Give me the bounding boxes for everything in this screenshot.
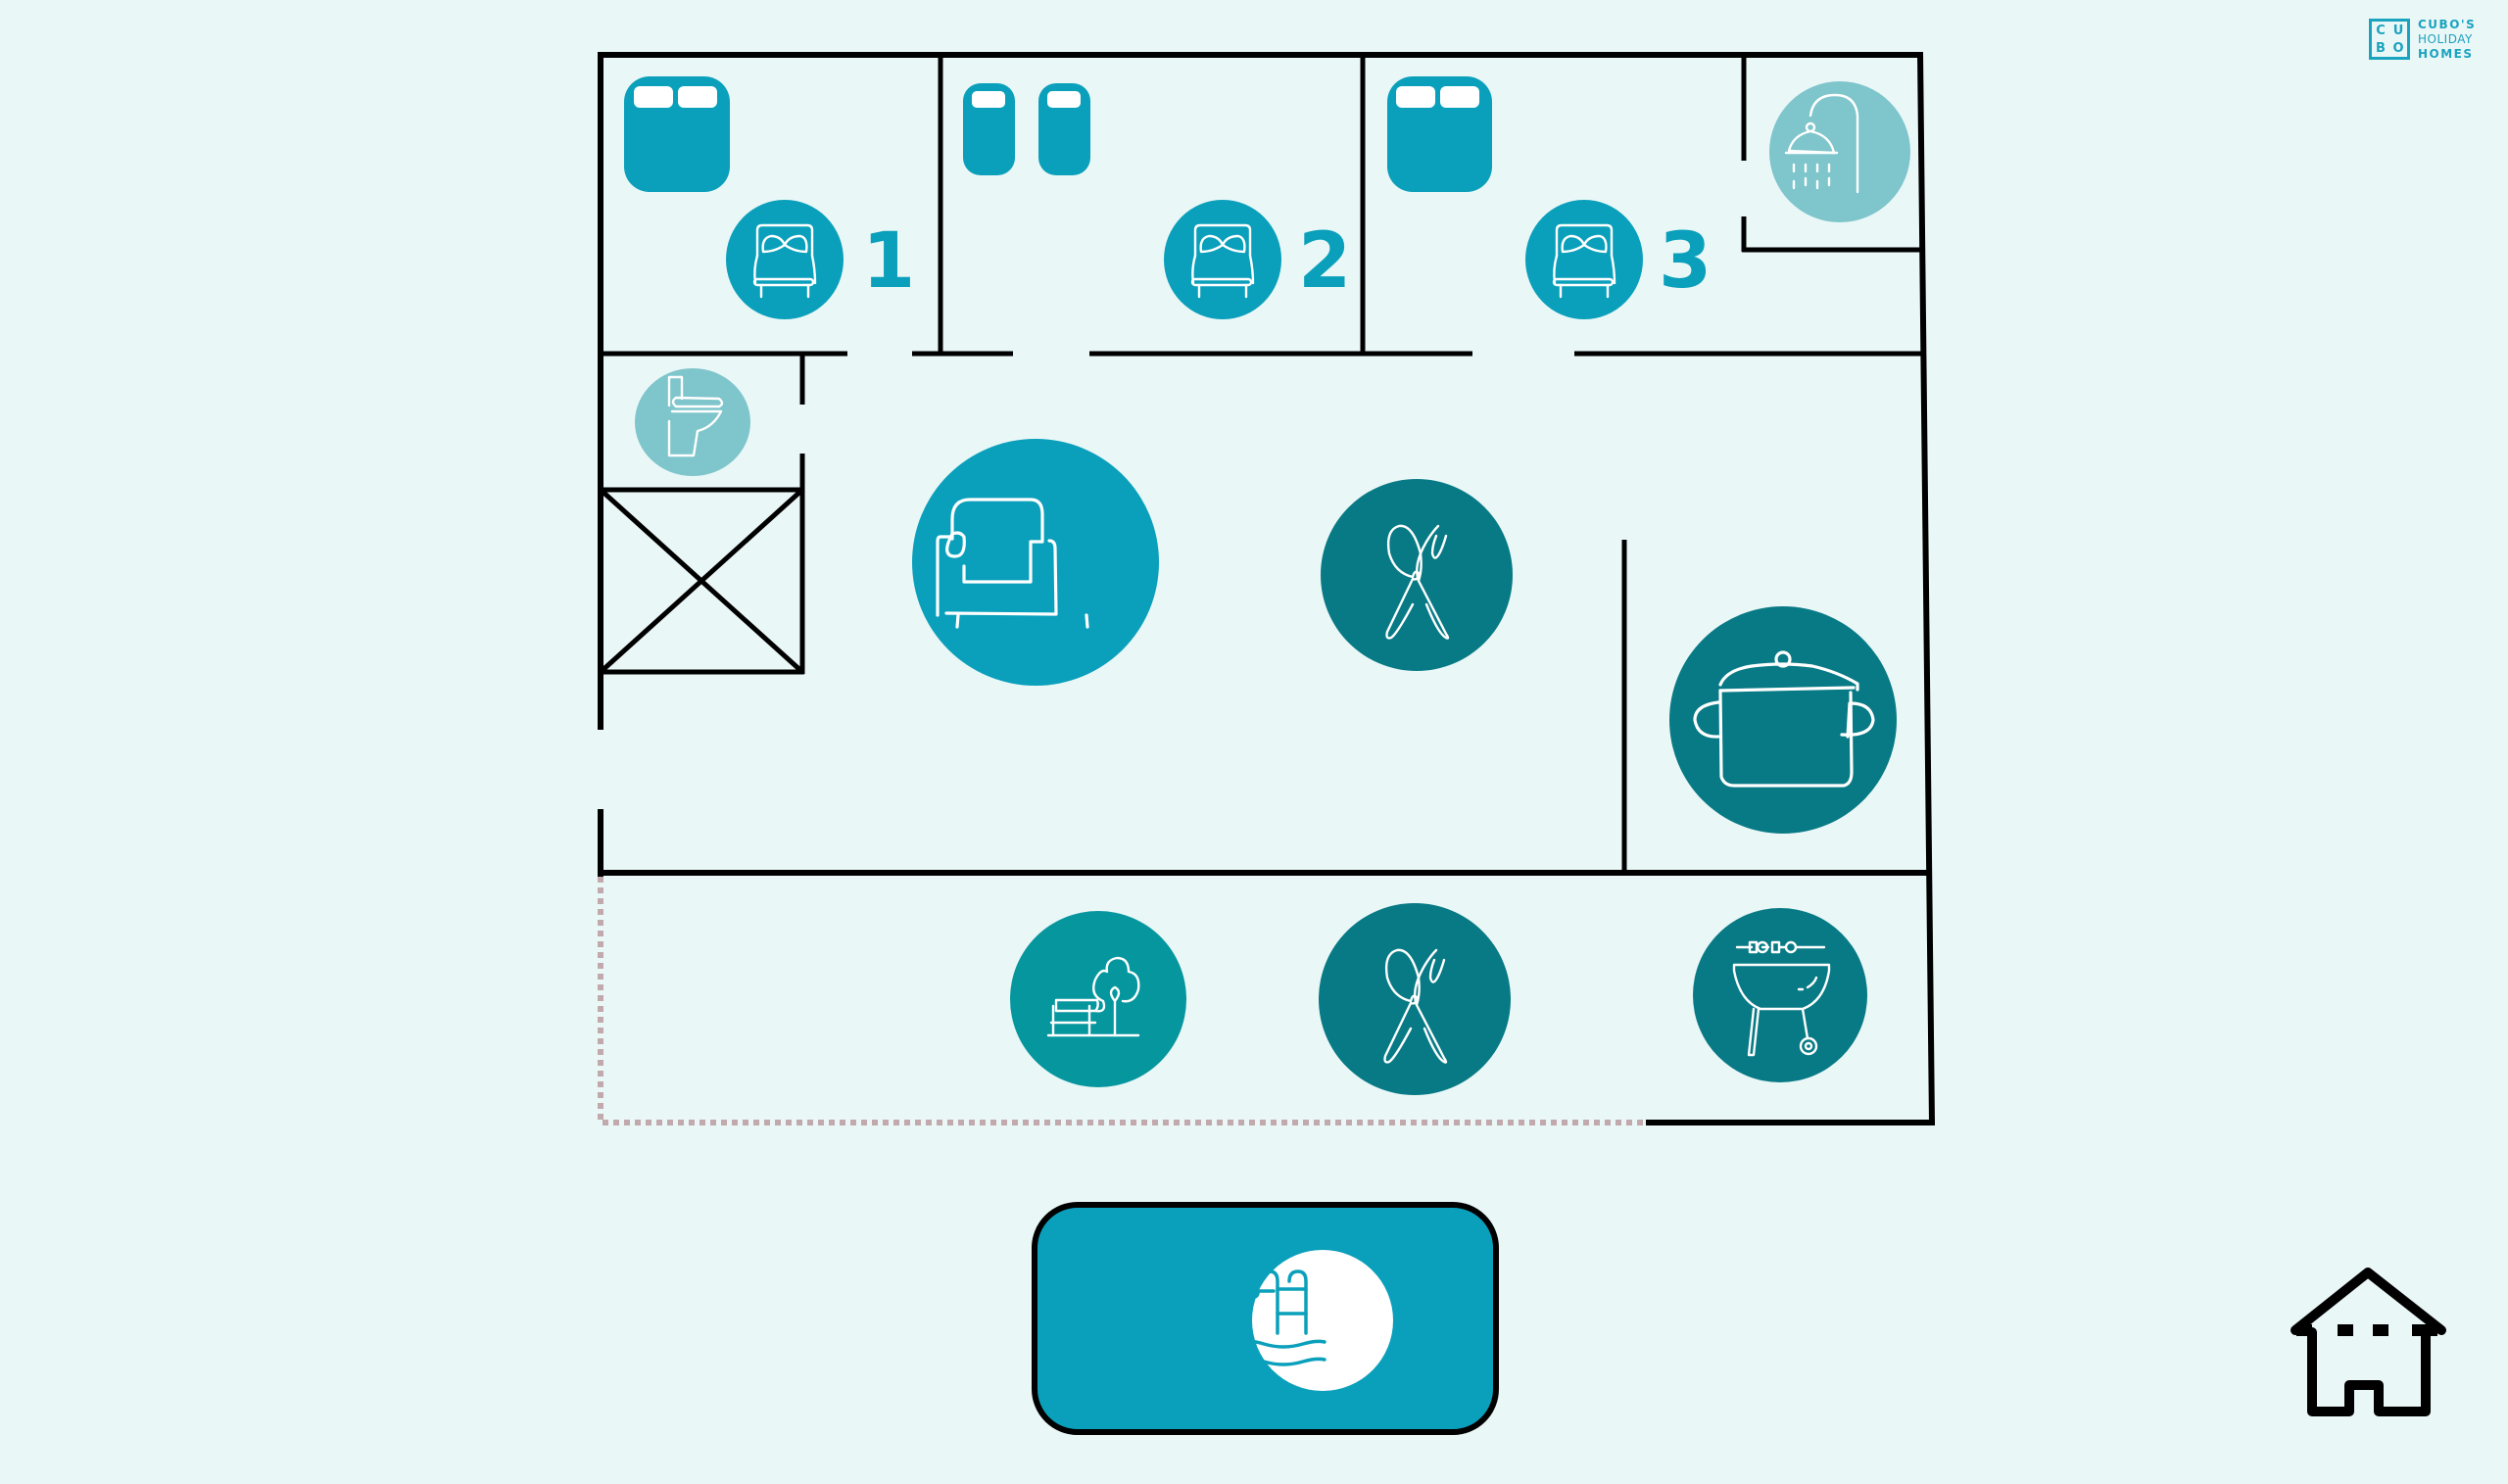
logo-line-2: HOLIDAY: [2418, 31, 2473, 46]
pool-icon-badge: [1252, 1250, 1393, 1391]
bedroom-3-icon[interactable]: [1525, 200, 1643, 319]
stairs: [598, 487, 804, 675]
garden-bench-tree-icon: [1046, 956, 1140, 1037]
bedroom-3-number: 3: [1659, 217, 1712, 306]
barbecue-grill-icon: [1732, 940, 1831, 1057]
bedroom-1-number: 1: [862, 217, 915, 306]
pool[interactable]: [1032, 1202, 1499, 1435]
logo-wordmark: CUBO'S HOLIDAY HOMES: [2418, 18, 2476, 62]
kitchen-icon[interactable]: [1669, 606, 1897, 834]
dining-room-icon[interactable]: [1321, 479, 1513, 671]
bathroom-shower-icon[interactable]: [1769, 81, 1910, 222]
logo-mark: C U B O: [2369, 19, 2410, 60]
living-room-icon[interactable]: [912, 439, 1159, 686]
bedroom-2-number: 2: [1298, 217, 1351, 306]
walls: [598, 51, 1935, 1125]
logo-letter: B: [2376, 40, 2386, 56]
logo-line-3: HOMES: [2418, 46, 2474, 61]
home-icon[interactable]: [2291, 1268, 2446, 1416]
bedroom-2-icon[interactable]: [1164, 200, 1281, 319]
toilet-icon: [667, 375, 724, 457]
outer-wall-right: [1917, 51, 1935, 1125]
cooking-pot-icon: [1693, 650, 1875, 788]
brand-logo: C U B O CUBO'S HOLIDAY HOMES: [2369, 16, 2476, 63]
shower-icon: [1784, 93, 1859, 194]
terrace-boundary-dashed: [598, 877, 1646, 1125]
outdoor-dining-icon[interactable]: [1319, 903, 1511, 1095]
bedroom-1-double-bed: [624, 76, 730, 192]
pool-ladder-icon: [1229, 1269, 1326, 1366]
bedroom-1-icon[interactable]: [726, 200, 844, 319]
garden-icon-group[interactable]: [1010, 911, 1186, 1087]
barbecue-icon-group[interactable]: [1693, 908, 1867, 1082]
logo-line-1: CUBO'S: [2418, 17, 2477, 31]
toilet-area-icon[interactable]: [635, 368, 750, 476]
bedroom-3-double-bed: [1387, 76, 1492, 192]
logo-letter: U: [2392, 23, 2404, 38]
sofa-icon: [936, 498, 1089, 629]
logo-letter: C: [2376, 23, 2386, 38]
logo-letter: O: [2392, 40, 2404, 56]
bedroom-2-twin-beds: [963, 83, 1090, 175]
